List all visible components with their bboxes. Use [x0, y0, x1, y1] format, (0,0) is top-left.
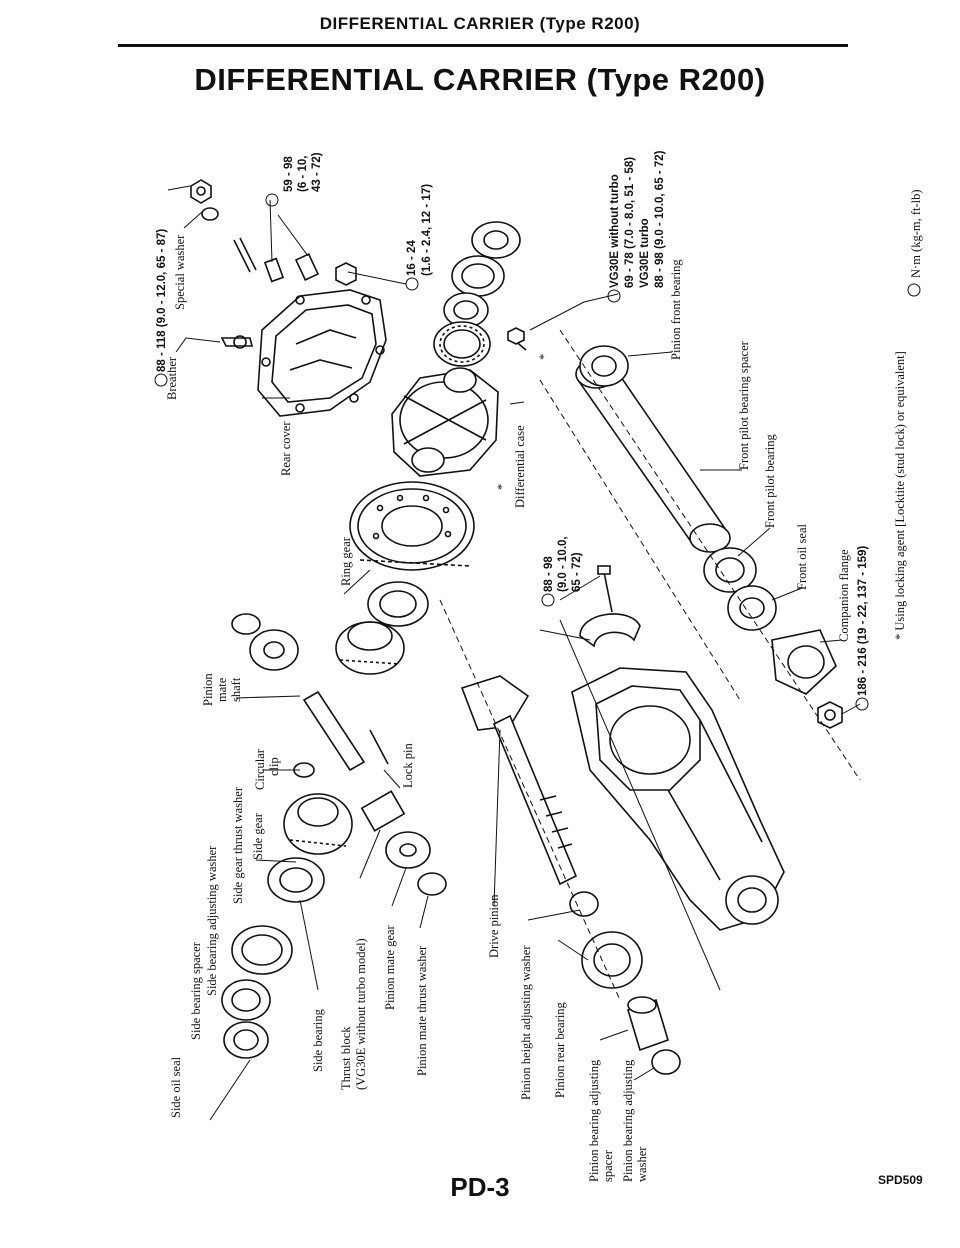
torque-filler-plug-2: (1.6 - 2.4, 12 - 17) — [421, 184, 433, 276]
page-title: DIFFERENTIAL CARRIER (Type R200) — [194, 62, 766, 97]
carrier-housing-part — [571, 667, 785, 931]
ring-gear-bolt-part — [507, 327, 527, 351]
label-pinion-mate-shaft-2: mate — [215, 677, 229, 702]
side-gear-left-part — [283, 793, 353, 855]
assembly-axis-4 — [539, 619, 721, 991]
pinion-bearing-spacer-part — [627, 996, 669, 1052]
torque-cover-bolt-2: (6 - 10, — [297, 156, 309, 192]
pinion-front-bearing-part — [579, 345, 629, 387]
label-side-gear: Side gear — [251, 812, 265, 860]
pinion-nut-part — [817, 701, 843, 729]
label-ring-gear: Ring gear — [339, 536, 353, 586]
label-pinion-height-adjusting-washer: Pinion height adjusting washer — [519, 945, 533, 1100]
torque-cover-bolt-3: 43 - 72) — [311, 152, 323, 192]
pinion-mate-gear-lower — [385, 831, 431, 869]
label-pinion-rear-bearing: Pinion rear bearing — [553, 1001, 567, 1098]
thrust-block-part — [360, 790, 406, 832]
label-rear-cover: Rear cover — [279, 421, 293, 476]
label-pinion-mate-shaft-3: shaft — [229, 677, 243, 702]
label-side-oil-seal: Side oil seal — [169, 1056, 183, 1118]
side-gear-washer-center — [367, 581, 429, 627]
label-pinion-mate-gear: Pinion mate gear — [383, 924, 397, 1010]
breather-part — [220, 335, 254, 349]
label-front-oil-seal: Front oil seal — [795, 524, 809, 590]
label-front-pilot-bearing-spacer: Front pilot bearing spacer — [737, 340, 751, 470]
label-side-bearing-adjusting-washer: Side bearing adjusting washer — [205, 845, 219, 996]
torque-ring-gear-2: 69 - 78 (7.0 - 8.0, 51 - 58) — [624, 157, 636, 288]
pinion-rear-bearing-part — [581, 931, 643, 989]
label-side-bearing: Side bearing — [311, 1008, 325, 1072]
drive-pinion-part — [460, 675, 578, 886]
assembly-axis-2 — [559, 329, 861, 781]
label-circular-clip-1: Circular — [253, 748, 267, 790]
asterisk-mark-2: * — [495, 484, 509, 490]
label-drive-pinion: Drive pinion — [487, 894, 501, 958]
assembly-axis-3 — [439, 599, 621, 1001]
page-header-title: DIFFERENTIAL CARRIER (Type R200) — [319, 14, 641, 33]
label-pinion-mate-thrust-washer: Pinion mate thrust washer — [415, 945, 429, 1076]
label-pinion-front-bearing: Pinion front bearing — [669, 259, 683, 360]
pinion-bearing-washer-part — [651, 1049, 681, 1075]
label-breather: Breather — [165, 356, 179, 400]
label-differential-case: Differential case — [513, 425, 527, 508]
label-front-pilot-bearing: Front pilot bearing — [763, 434, 777, 528]
pinion-mate-gear-upper — [231, 613, 299, 671]
figure-code: SPD509 — [878, 1173, 923, 1187]
torque-cover-bolt-1: 59 - 98 — [283, 156, 295, 192]
label-side-bearing-spacer: Side bearing spacer — [189, 941, 203, 1040]
ring-gear-part — [349, 481, 475, 571]
torque-ring-gear-4: 88 - 98 (9.0 - 10.0, 65 - 72) — [654, 150, 666, 288]
label-thrust-block-2: (VG30E without turbo model) — [354, 938, 368, 1090]
stud-parts — [233, 237, 357, 286]
side-gear-washer-center-hole — [379, 590, 417, 618]
differential-case-part — [391, 367, 499, 477]
lock-pin-part — [369, 729, 389, 765]
asterisk-mark-1: * — [537, 354, 551, 360]
companion-flange-part — [771, 629, 837, 695]
side-gear-center-part — [335, 621, 405, 675]
torque-breather: 88 - 118 (9.0 - 12.0, 65 - 87) — [156, 229, 168, 372]
legend-units: N·m (kg-m, ft-lb) — [909, 189, 923, 278]
torque-bearing-cap-1: 88 - 98 — [543, 556, 555, 592]
torque-bearing-cap-2: (9.0 - 10.0, — [557, 536, 569, 592]
label-pinion-mate-shaft-1: Pinion — [201, 673, 215, 706]
assembly-axis-1 — [539, 379, 741, 701]
label-pinion-bearing-adjusting-washer-1: Pinion bearing adjusting — [621, 1059, 635, 1182]
header-rule — [118, 44, 848, 47]
label-circular-clip-2: clip — [267, 757, 281, 776]
front-pilot-bearing-part — [703, 547, 757, 593]
nut-part — [190, 179, 212, 204]
special-washer-part — [201, 207, 219, 221]
torque-drive-pinion-nut: 186 - 216 (19 - 22, 137 - 159) — [857, 546, 869, 696]
torque-ring-gear-1: VG30E without turbo — [609, 174, 621, 288]
label-side-gear-thrust-washer: Side gear thrust washer — [231, 786, 245, 904]
label-lock-pin: Lock pin — [401, 742, 415, 788]
pinion-mate-thrust-washer-part — [417, 872, 447, 896]
label-special-washer: Special washer — [173, 234, 187, 310]
label-pinion-bearing-adjusting-spacer-1: Pinion bearing adjusting — [587, 1059, 601, 1182]
torque-bearing-cap-3: 65 - 72) — [571, 552, 583, 592]
label-pinion-bearing-adjusting-washer-2: washer — [635, 1146, 649, 1182]
torque-ring-gear-3: VG30E turbo — [639, 218, 651, 288]
bearing-cap-part — [579, 565, 641, 648]
label-pinion-bearing-adjusting-spacer-2: spacer — [601, 1149, 615, 1182]
front-oil-seal-part — [727, 585, 777, 631]
torque-symbols — [154, 193, 921, 711]
leader-lines — [167, 185, 861, 1121]
label-companion-flange: Companion flange — [837, 549, 851, 642]
side-bearing-stack-left — [221, 857, 325, 1059]
label-thrust-block-1: Thrust block — [339, 1026, 353, 1090]
torque-filler-plug-1: 16 - 24 — [406, 240, 418, 276]
side-bearing-stack-right — [433, 221, 521, 367]
pinion-height-washer-part — [569, 891, 599, 917]
pinion-mate-shaft-part — [302, 690, 366, 772]
legend-locking-agent: * Using locking agent [Locktite (stud lo… — [893, 351, 907, 640]
rear-cover-part — [257, 289, 387, 417]
page-number: PD-3 — [450, 1172, 510, 1202]
